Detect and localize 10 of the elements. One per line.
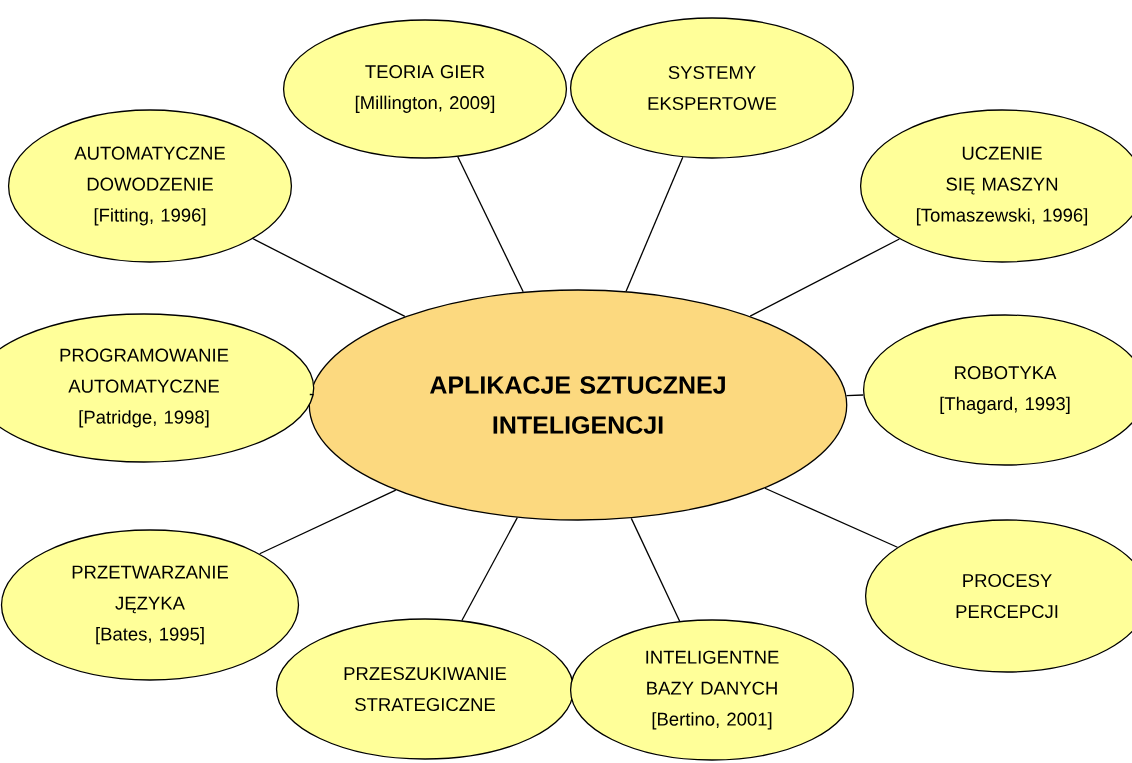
connector-line [457,156,524,293]
connector-line [259,489,397,555]
connector-line [630,517,681,622]
connector-line [461,517,518,622]
connector-line [845,394,864,397]
connector-line [309,393,315,396]
connector-line [625,156,684,292]
connector-line [764,487,899,548]
connector-line [749,238,901,317]
connector-line [252,238,406,318]
